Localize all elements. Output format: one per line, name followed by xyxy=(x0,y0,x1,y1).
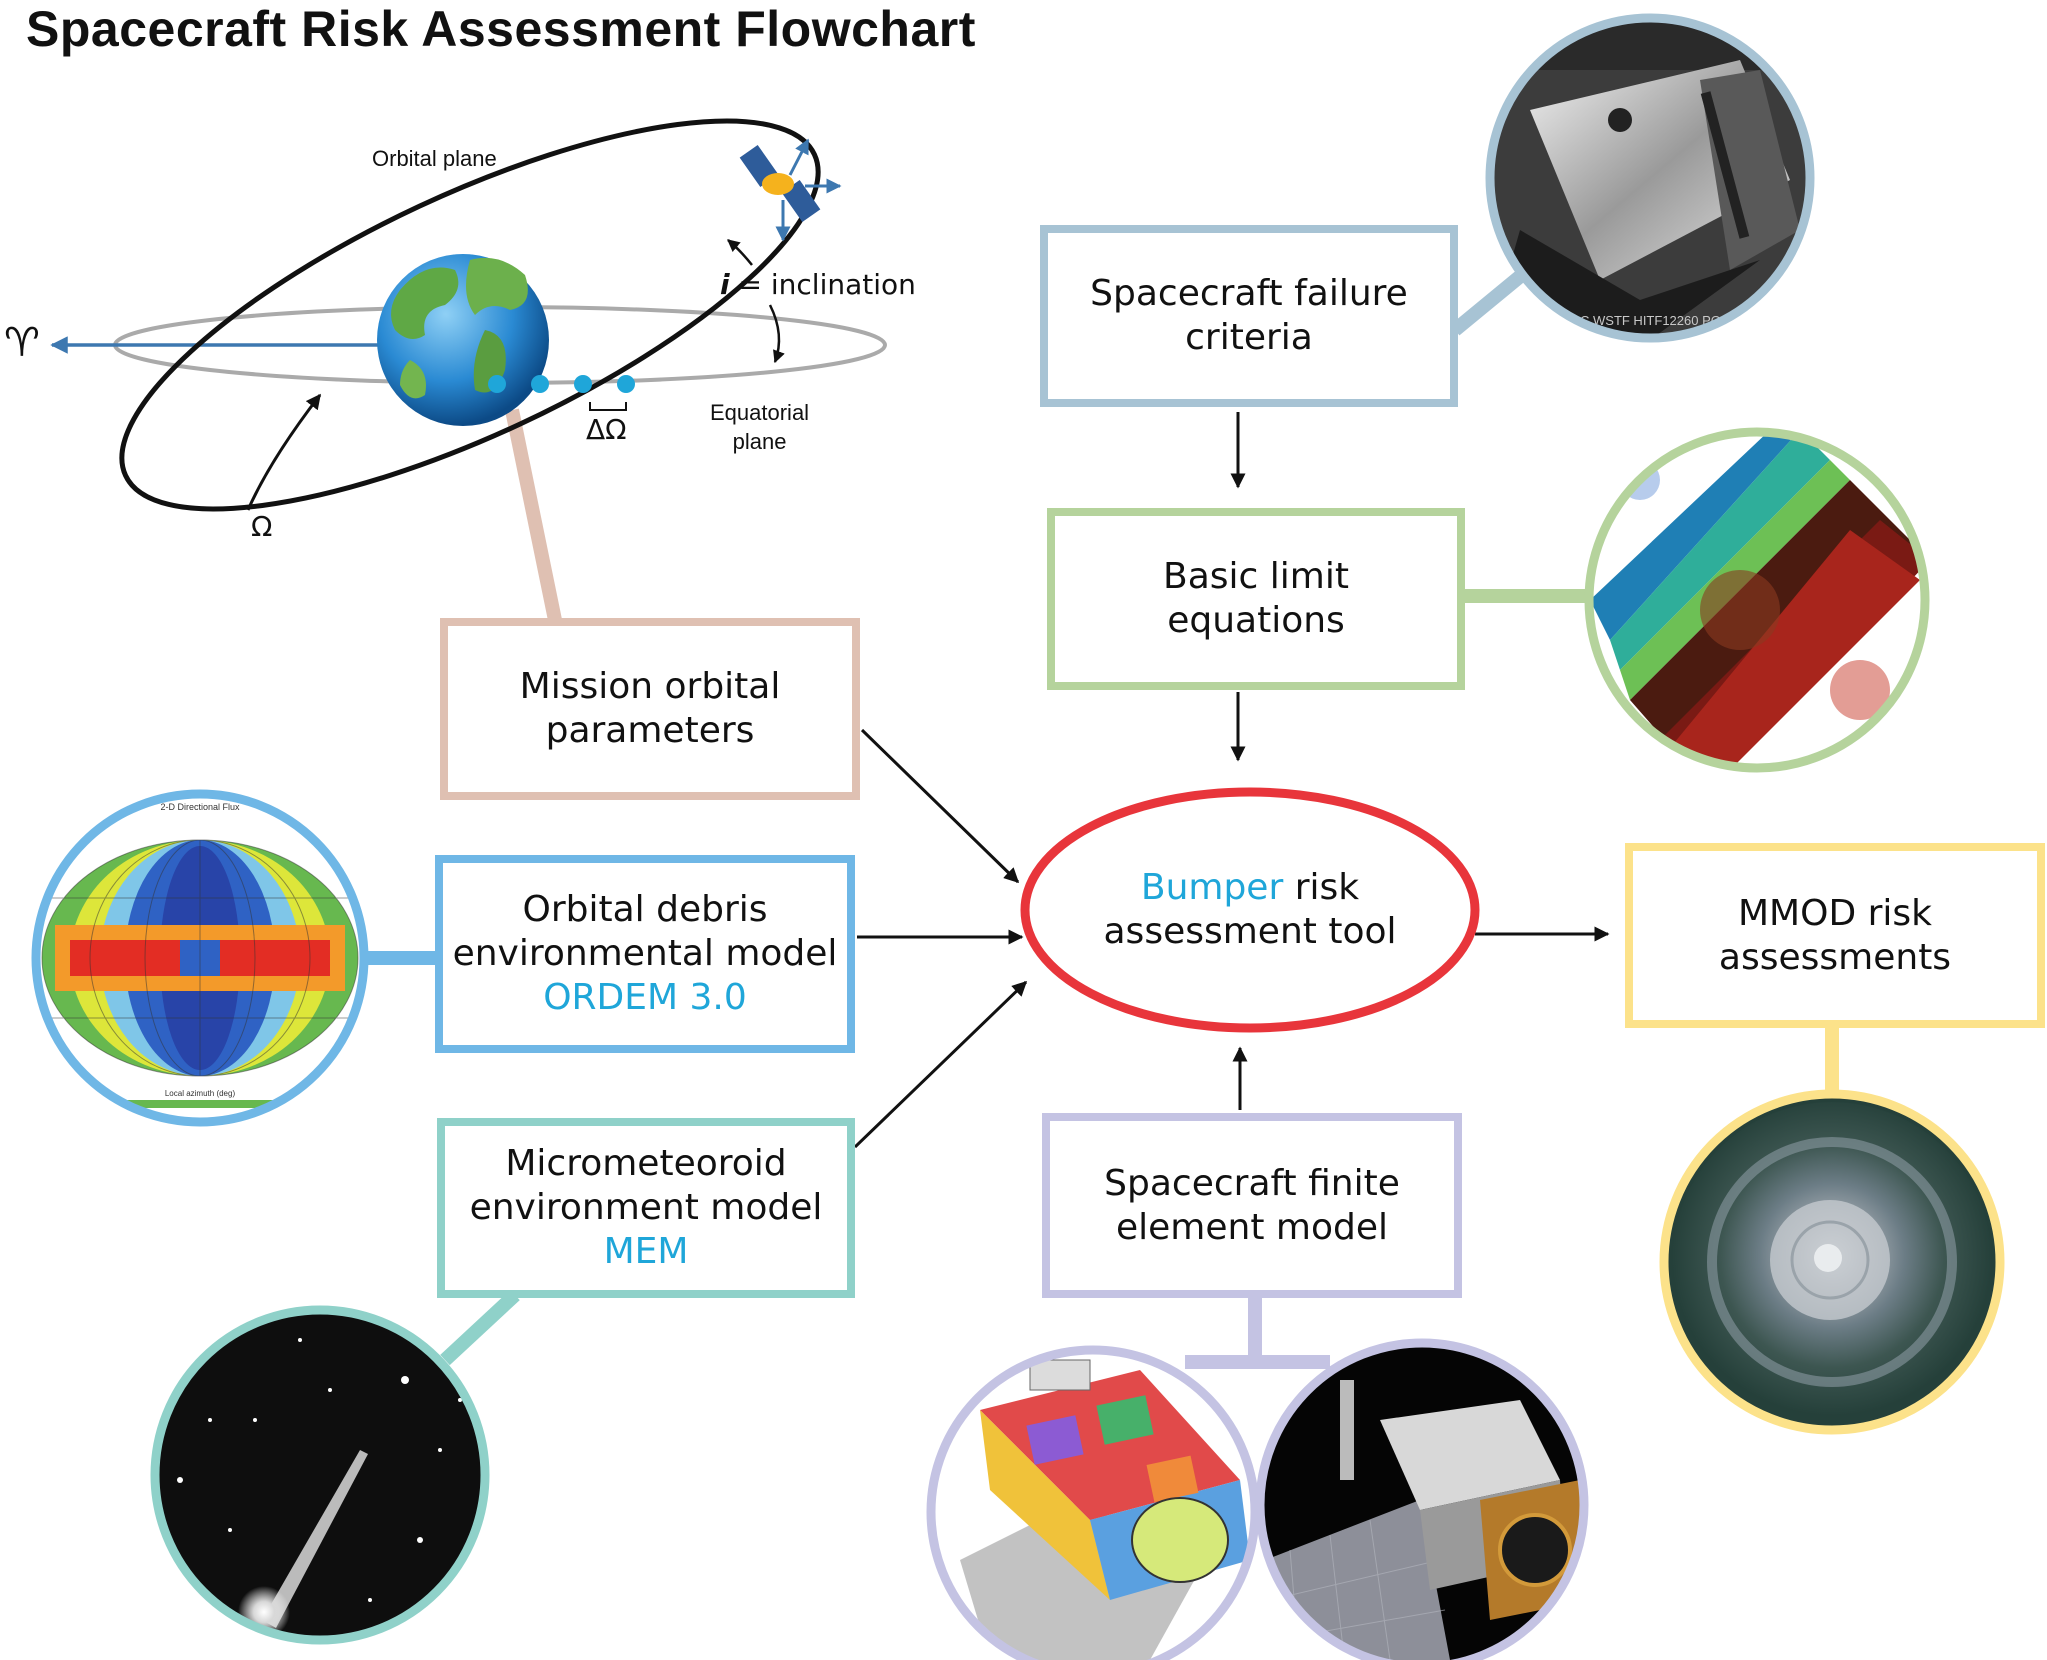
meteoroid-line1: Micrometeoroid xyxy=(505,1142,786,1186)
inclination-text: = inclination xyxy=(730,268,916,301)
bumper-line1-rest: risk xyxy=(1283,867,1359,908)
bumper-line2: assessment tool xyxy=(1104,910,1397,954)
debris-model-name: ORDEM 3.0 xyxy=(543,976,747,1020)
omega-label: Ω xyxy=(251,510,272,543)
meteoroid-connector xyxy=(445,1295,515,1360)
omega-arrow xyxy=(248,395,320,510)
debris-line1: Orbital debris xyxy=(522,888,767,932)
svg-text:Local azimuth (deg): Local azimuth (deg) xyxy=(165,1089,236,1098)
debris-line2: environmental model xyxy=(453,932,838,976)
equatorial-line1: Equatorial xyxy=(710,398,809,427)
node-mission-orbital-parameters: Mission orbital parameters xyxy=(440,618,860,800)
node-spacecraft-failure-criteria: Spacecraft failure criteria xyxy=(1040,225,1458,407)
failure-line2: criteria xyxy=(1185,316,1313,360)
finite-element-model-render xyxy=(925,1345,1265,1660)
orbit-diagram xyxy=(52,46,885,585)
failure-photo: C WSTF HITF12260 POST xyxy=(1480,10,1820,350)
mission-connector xyxy=(512,410,555,620)
mission-line2: parameters xyxy=(546,709,755,753)
mmod-line1: MMOD risk xyxy=(1738,892,1932,936)
finite-line2: element model xyxy=(1116,1206,1388,1250)
inclination-label: i = inclination xyxy=(720,268,916,301)
inclination-symbol: i xyxy=(720,268,730,301)
delta-omega-label: ΔΩ xyxy=(586,413,627,446)
equatorial-plane-label: Equatorial plane xyxy=(710,398,809,456)
bumper-line1: Bumper risk xyxy=(1141,866,1359,910)
arrow-meteoroid-to-bumper xyxy=(855,982,1026,1147)
node-mmod-risk-assessments: MMOD risk assessments xyxy=(1625,843,2045,1028)
bumper-tool-name: Bumper xyxy=(1141,867,1283,908)
limit-line2: equations xyxy=(1167,599,1345,643)
satellite-icon xyxy=(740,140,840,240)
aries-symbol: ♈ xyxy=(4,320,40,366)
earth-icon xyxy=(377,254,549,426)
orbital-plane-label: Orbital plane xyxy=(372,146,497,172)
mission-line1: Mission orbital xyxy=(520,665,781,709)
finite-line1: Spacecraft finite xyxy=(1104,1162,1400,1206)
node-basic-limit-equations: Basic limit equations xyxy=(1047,508,1465,690)
meteoroid-model-name: MEM xyxy=(604,1230,689,1274)
arrow-mission-to-bumper xyxy=(862,730,1018,882)
equatorial-line2: plane xyxy=(710,427,809,456)
failure-line1: Spacecraft failure xyxy=(1090,272,1408,316)
finite-connector-left xyxy=(1185,1298,1255,1362)
node-micrometeoroid-model: Micrometeoroid environment model MEM xyxy=(437,1118,855,1298)
svg-text:2-D Directional Flux: 2-D Directional Flux xyxy=(160,802,240,812)
limit-line1: Basic limit xyxy=(1163,555,1349,599)
node-orbital-debris-model: Orbital debris environmental model ORDEM… xyxy=(435,855,855,1053)
node-spacecraft-finite-element-model: Spacecraft finite element model xyxy=(1042,1113,1462,1298)
node-bumper-risk-tool: Bumper risk assessment tool xyxy=(1040,840,1460,980)
page-title: Spacecraft Risk Assessment Flowchart xyxy=(26,0,976,58)
meteoroid-line2: environment model xyxy=(470,1186,823,1230)
mmod-line2: assessments xyxy=(1719,936,1951,980)
